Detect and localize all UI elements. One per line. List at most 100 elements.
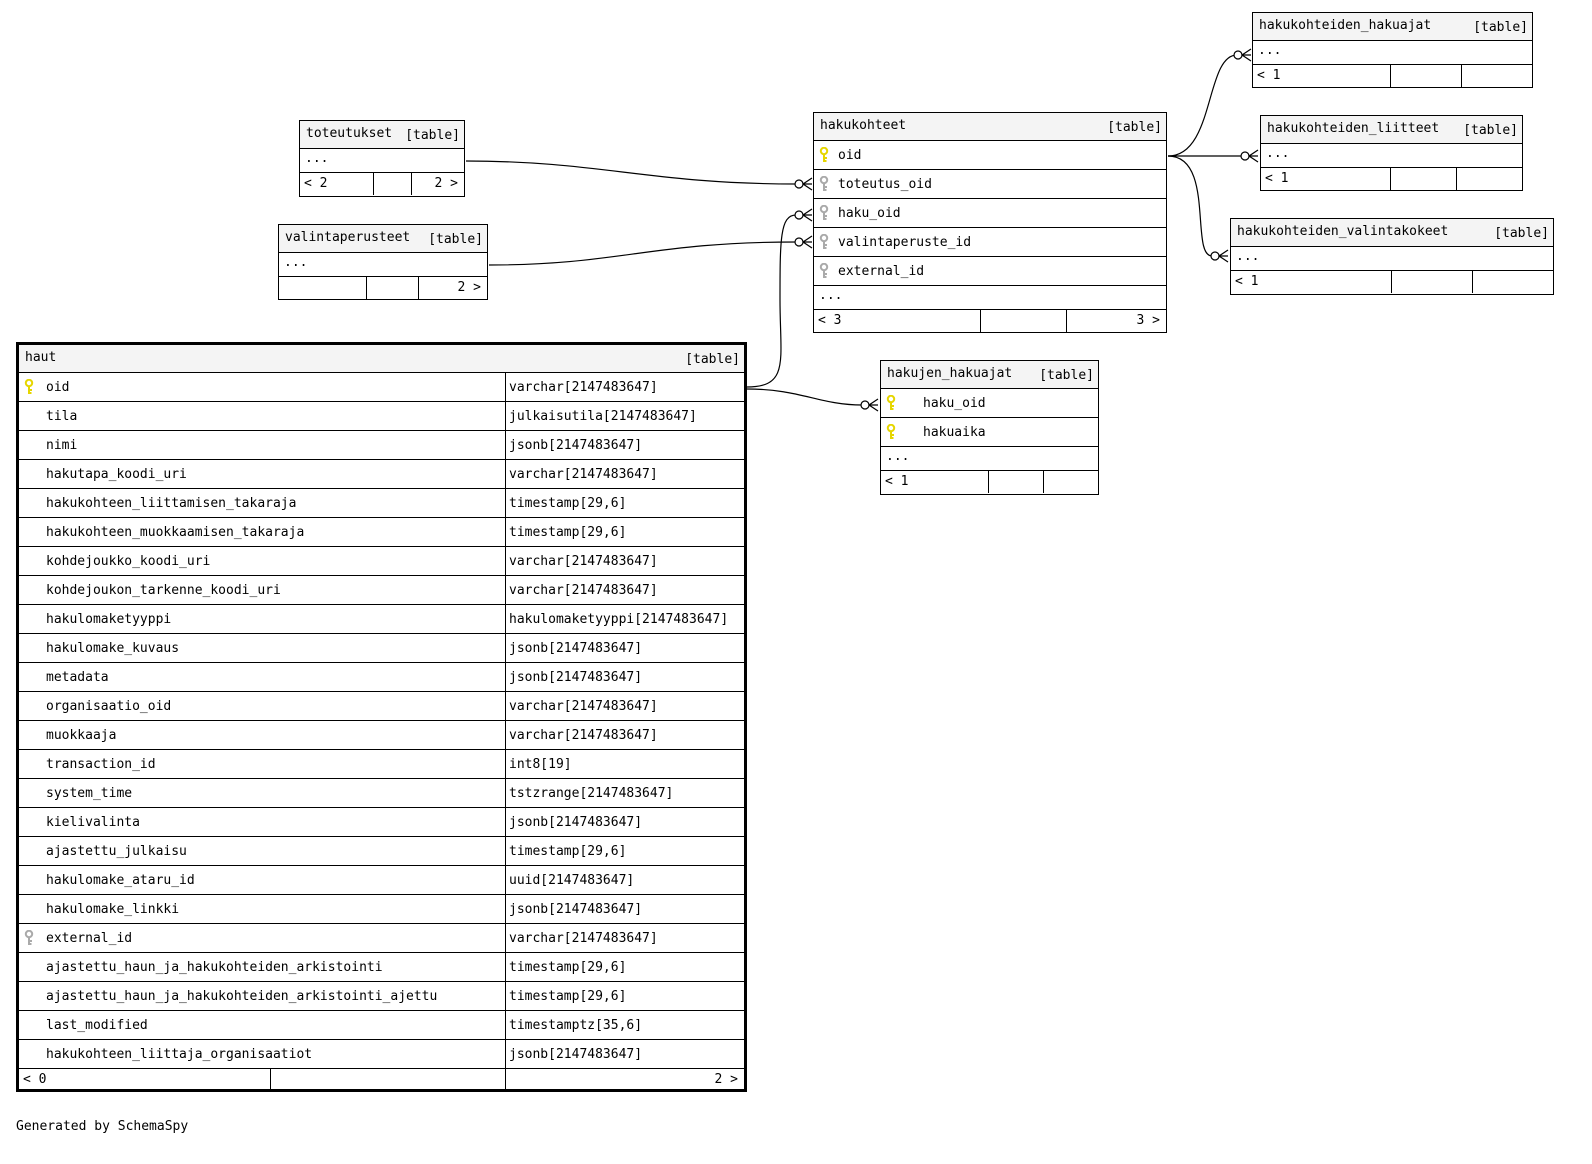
table-type: [table]: [685, 352, 740, 367]
primary-key-icon: [819, 146, 829, 163]
column-name: external_id: [838, 264, 925, 279]
table-hakukohteiden-hakuajat[interactable]: hakukohteiden_hakuajat [table] ... < 1: [1252, 12, 1533, 88]
footer-left-count: < 2: [304, 176, 328, 191]
column-type: jsonb[2147483647]: [509, 438, 643, 453]
column-name: hakulomake_kuvaus: [46, 641, 180, 656]
column-name: ajastettu_haun_ja_hakukohteiden_arkistoi…: [46, 960, 383, 975]
column-type: timestamp[29,6]: [509, 844, 627, 859]
column-type: int8[19]: [509, 757, 572, 772]
column-name: nimi: [46, 438, 78, 453]
column-name: kohdejoukon_tarkenne_koodi_uri: [46, 583, 281, 598]
column-type: varchar[2147483647]: [509, 728, 658, 743]
column-type: jsonb[2147483647]: [509, 815, 643, 830]
table-row: nimi jsonb[2147483647]: [19, 431, 744, 460]
table-haut[interactable]: haut [table] oid varchar[2147483647] tila j…: [16, 342, 747, 1092]
primary-key-icon: [886, 423, 896, 440]
ellipsis-row: ...: [881, 447, 1098, 471]
column-type: timestamp[29,6]: [509, 525, 627, 540]
table-row: toteutus_oid: [814, 170, 1166, 199]
footer-right-count: 3 >: [1136, 313, 1160, 328]
table-hakukohteiden-valintakokeet[interactable]: hakukohteiden_valintakokeet [table] ... …: [1230, 218, 1554, 295]
edge-toteutukset-hakukohteet: [465, 160, 797, 185]
column-type: jsonb[2147483647]: [509, 641, 643, 656]
ellipsis-row: ...: [1253, 41, 1532, 65]
table-name: haut: [25, 350, 57, 365]
table-name: toteutukset: [306, 126, 393, 141]
footer-left-count: < 1: [1265, 171, 1289, 186]
column-type: timestamp[29,6]: [509, 989, 627, 1004]
table-row: oid varchar[2147483647]: [19, 373, 744, 402]
column-name: ajastettu_julkaisu: [46, 844, 187, 859]
edge-hakukohteet-valintakokeet: [1167, 155, 1213, 257]
table-hakukohteiden-liitteet[interactable]: hakukohteiden_liitteet [table] ... < 1: [1260, 115, 1523, 191]
generated-by-label: Generated by SchemaSpy: [16, 1119, 189, 1134]
footer-left-count: < 3: [818, 313, 842, 328]
table-header: hakujen_hakuajat [table]: [881, 361, 1098, 389]
column-type: hakulomaketyyppi[2147483647]: [509, 612, 729, 627]
column-name: oid: [46, 380, 70, 395]
ellipsis-row: ...: [300, 149, 464, 173]
table-footer: < 1: [1231, 271, 1553, 293]
column-name: valintaperuste_id: [838, 235, 972, 250]
column-type: varchar[2147483647]: [509, 467, 658, 482]
table-row: hakutapa_koodi_uri varchar[2147483647]: [19, 460, 744, 489]
table-type: [table]: [1463, 123, 1518, 138]
footer-right-count: 2 >: [457, 280, 481, 295]
ellipsis-row: ...: [814, 286, 1166, 310]
table-row: hakulomake_kuvaus jsonb[2147483647]: [19, 634, 744, 663]
column-name: metadata: [46, 670, 109, 685]
column-name: ajastettu_haun_ja_hakukohteiden_arkistoi…: [46, 989, 438, 1004]
column-name: hakutapa_koodi_uri: [46, 467, 187, 482]
foreign-key-icon: [819, 204, 829, 221]
table-header: haut [table]: [19, 345, 744, 373]
table-footer: < 1: [881, 471, 1098, 493]
table-row: kohdejoukon_tarkenne_koodi_uri varchar[21…: [19, 576, 744, 605]
table-header: hakukohteet [table]: [814, 113, 1166, 141]
ellipsis-row: ...: [1261, 144, 1522, 168]
column-name: haku_oid: [923, 396, 986, 411]
footer-left-count: < 1: [1257, 68, 1281, 83]
column-type: varchar[2147483647]: [509, 583, 658, 598]
table-row: tila julkaisutila[2147483647]: [19, 402, 744, 431]
column-type: jsonb[2147483647]: [509, 902, 643, 917]
table-header: hakukohteiden_hakuajat [table]: [1253, 13, 1532, 41]
column-type: uuid[2147483647]: [509, 873, 635, 888]
footer-left-count: < 1: [885, 474, 909, 489]
column-name: hakulomake_linkki: [46, 902, 180, 917]
column-name: system_time: [46, 786, 133, 801]
foreign-key-icon: [819, 175, 829, 192]
table-name: hakukohteiden_liitteet: [1267, 121, 1440, 136]
table-toteutukset[interactable]: toteutukset [table] ... < 2 2 >: [299, 120, 465, 197]
table-name: hakukohteet: [820, 118, 907, 133]
column-name: external_id: [46, 931, 133, 946]
primary-key-icon: [24, 378, 34, 395]
table-row: metadata jsonb[2147483647]: [19, 663, 744, 692]
table-header: valintaperusteet [table]: [279, 225, 487, 253]
table-header: hakukohteiden_liitteet [table]: [1261, 116, 1522, 144]
column-type: julkaisutila[2147483647]: [509, 409, 697, 424]
column-name: hakuaika: [923, 425, 986, 440]
column-type: varchar[2147483647]: [509, 380, 658, 395]
column-name: oid: [838, 148, 862, 163]
column-type: varchar[2147483647]: [509, 554, 658, 569]
column-type: jsonb[2147483647]: [509, 670, 643, 685]
column-name: hakukohteen_liittaja_organisaatiot: [46, 1047, 313, 1062]
column-name: haku_oid: [838, 206, 901, 221]
table-row: valintaperuste_id: [814, 228, 1166, 257]
foreign-key-icon: [819, 233, 829, 250]
column-name: hakulomake_ataru_id: [46, 873, 195, 888]
edge-haut-hakujen-hakuajat: [746, 388, 863, 406]
table-hakukohteet[interactable]: hakukohteet [table] oid toteutus_oid haku_…: [813, 112, 1167, 333]
table-footer: < 2 2 >: [300, 173, 464, 195]
table-row: haku_oid: [814, 199, 1166, 228]
column-name: tila: [46, 409, 78, 424]
table-row: ajastettu_haun_ja_hakukohteiden_arkistoi…: [19, 953, 744, 982]
table-valintaperusteet[interactable]: valintaperusteet [table] ... 2 >: [278, 224, 488, 300]
column-type: timestamp[29,6]: [509, 496, 627, 511]
